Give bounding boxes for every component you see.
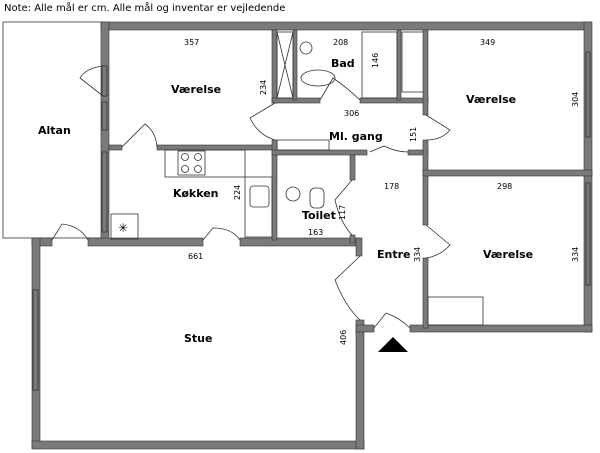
door-altan [79, 65, 104, 97]
stove-icon [177, 150, 206, 176]
dim-label: 117 [338, 205, 347, 220]
door-stue [334, 255, 361, 321]
door-stue-altan [51, 223, 89, 241]
wall-bad-bottom-b [359, 97, 429, 104]
room-label-vaerelse-2: Værelse [466, 93, 516, 106]
gang-cabinet [276, 139, 330, 151]
toilet-icon [309, 187, 325, 209]
wall-stue-top-c [239, 237, 361, 247]
dim-label: 334 [571, 247, 580, 262]
dim-label: 334 [413, 247, 422, 262]
dim-label: 357 [184, 38, 199, 47]
room-label-vaerelse-3: Værelse [483, 248, 533, 261]
wall-x423-b [422, 139, 429, 226]
dim-label: 349 [480, 38, 495, 47]
room-label-kokken: Køkken [173, 187, 219, 200]
wall-gang-bottom-a [271, 149, 368, 156]
dim-label: 306 [344, 109, 359, 118]
dim-label: 224 [233, 185, 242, 200]
sink-icon [249, 185, 270, 208]
room-label-bad: Bad [331, 57, 355, 70]
door-vaerelse3 [425, 224, 451, 259]
room-label-stue: Stue [184, 332, 212, 345]
wall-x423-a [422, 29, 429, 116]
wardrobe-vaerelse2 [401, 31, 427, 93]
fridge-icon [110, 213, 139, 240]
dim-label: 146 [371, 53, 380, 68]
window-stue [32, 289, 39, 391]
dim-label: 151 [409, 127, 418, 142]
dim-label: 208 [333, 38, 348, 47]
door-kokken [202, 227, 241, 241]
wall-vaerelse-kokken-b [156, 144, 278, 151]
door-gang [369, 145, 409, 153]
door-entrance [373, 312, 411, 329]
dim-label: 163 [308, 228, 323, 237]
dim-label: 661 [188, 252, 203, 261]
kitchen-counter [164, 149, 246, 178]
wall-bottom-b [409, 324, 593, 333]
room-label-altan: Altan [38, 124, 71, 137]
wall-x272-upper [271, 29, 278, 104]
toilet-sink-icon [285, 186, 301, 202]
fridge-star-icon: ✳ [118, 221, 128, 235]
wall-bottom-a [355, 324, 375, 333]
window-left-1 [101, 101, 108, 131]
door-vaerelse2 [425, 114, 451, 141]
wall-vaerelse-kokken-a [108, 144, 123, 151]
wall-stue-bottom [31, 440, 365, 450]
door-bad [319, 77, 361, 101]
dim-label: 234 [259, 80, 268, 95]
window-right-2 [585, 182, 591, 286]
room-label-toilet: Toilet [302, 209, 336, 222]
wall-toilet-right-a [349, 154, 356, 181]
bad-cabinet [361, 31, 398, 99]
room-label-entre: Entre [377, 248, 411, 261]
shower [276, 31, 294, 99]
wall-right [583, 21, 593, 333]
dim-label: 406 [339, 330, 348, 345]
bad-toilet-icon [300, 69, 336, 87]
note-text: Note: Alle mål er cm. Alle mål og invent… [4, 3, 286, 14]
door-vaerelse1 [121, 123, 158, 148]
door-vaerelse1-gang [249, 102, 276, 141]
entrance-arrow-icon [378, 337, 408, 352]
dim-label: 298 [497, 182, 512, 191]
kitchen-counter-right [244, 176, 273, 238]
room-label-gang: Ml. gang [329, 130, 383, 143]
dim-label: 178 [384, 182, 399, 191]
wall-stue-top-b [87, 237, 204, 247]
wall-top [100, 21, 592, 31]
wall-toilet-right-b [349, 234, 356, 244]
wall-shower [292, 29, 298, 101]
window-right-1 [585, 51, 591, 138]
room-label-vaerelse-1: Værelse [171, 83, 221, 96]
wall-entre-left [355, 237, 363, 257]
bad-sink-icon [299, 41, 313, 55]
wall-x423-c [422, 257, 429, 329]
door-toilet [334, 179, 353, 236]
wall-bad-right [396, 29, 402, 101]
wall-vaerelse2-3 [422, 169, 593, 177]
window-left-2 [101, 151, 108, 233]
wall-stue-right [355, 319, 365, 450]
wardrobe-vaerelse3 [427, 296, 484, 326]
balcony-door-frame [101, 65, 108, 97]
dim-label: 304 [571, 92, 580, 107]
